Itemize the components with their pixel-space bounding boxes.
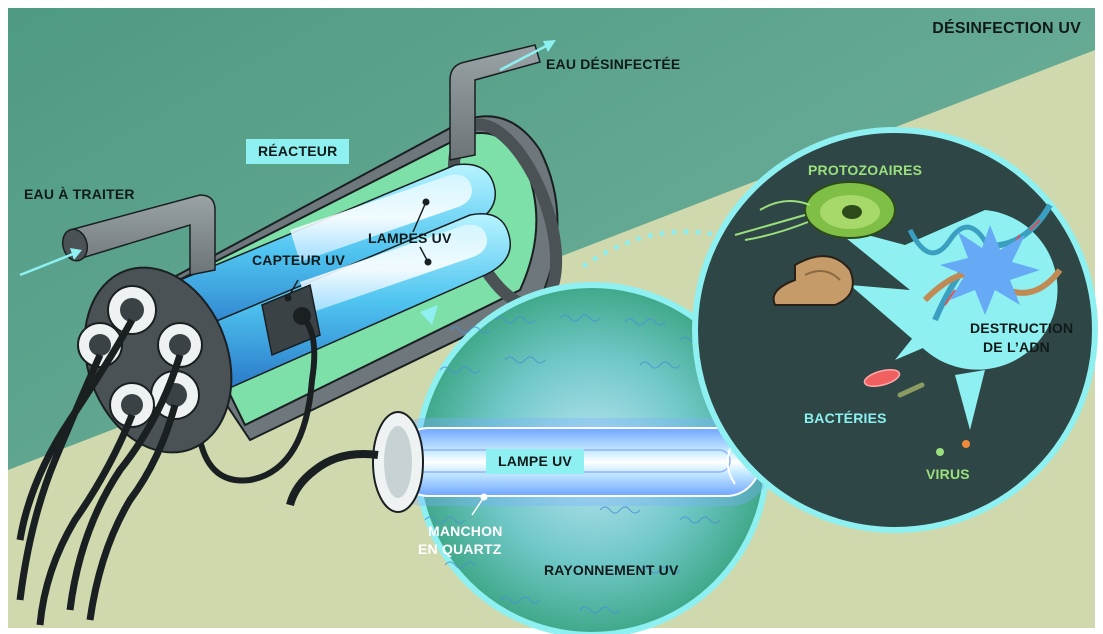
- label-destruction-line2: DE L’ADN: [983, 339, 1050, 355]
- label-bacteries: BACTÉRIES: [804, 410, 887, 426]
- label-lampes-uv: LAMPES UV: [368, 230, 452, 246]
- bacteria-icon: [863, 369, 925, 398]
- label-virus: VIRUS: [926, 466, 970, 482]
- label-rayonnement-uv: RAYONNEMENT UV: [544, 562, 679, 578]
- label-manchon-line2: EN QUARTZ: [418, 541, 502, 557]
- lamp-sockets: [77, 285, 203, 428]
- label-eau-desinfectee: EAU DÉSINFECTÉE: [546, 56, 681, 72]
- diagram-title: DÉSINFECTION UV: [932, 20, 1081, 37]
- uv-burst-icon: [940, 225, 1040, 315]
- uv-lamp-bottom: [300, 224, 487, 313]
- dotted-arc: [582, 229, 738, 268]
- inlet-pipe: [19, 194, 216, 277]
- label-lampe-uv: LAMPE UV: [486, 449, 584, 474]
- label-manchon-line1: MANCHON: [428, 523, 503, 539]
- protozoa-icon: [734, 181, 896, 241]
- arrow-to-reactor-icon: [420, 305, 438, 325]
- uv-lamp-top: [290, 174, 472, 262]
- cyst-icon: [772, 255, 854, 306]
- virus-icon-2: [962, 440, 970, 448]
- virus-icon: [936, 448, 944, 456]
- microbe-circle: [692, 127, 1098, 533]
- label-protozoaires: PROTOZOAIRES: [808, 162, 923, 178]
- lamp-cable: [286, 450, 379, 507]
- label-destruction-line1: DESTRUCTION: [970, 320, 1074, 336]
- uv-sensor: [261, 283, 321, 357]
- sensor-cable: [197, 312, 318, 484]
- outlet-pipe: [449, 40, 556, 161]
- label-reacteur: RÉACTEUR: [246, 139, 350, 164]
- power-cables: [16, 318, 184, 626]
- label-capteur-uv: CAPTEUR UV: [252, 252, 346, 268]
- label-eau-a-traiter: EAU À TRAITER: [24, 186, 135, 202]
- reactor: [16, 115, 563, 626]
